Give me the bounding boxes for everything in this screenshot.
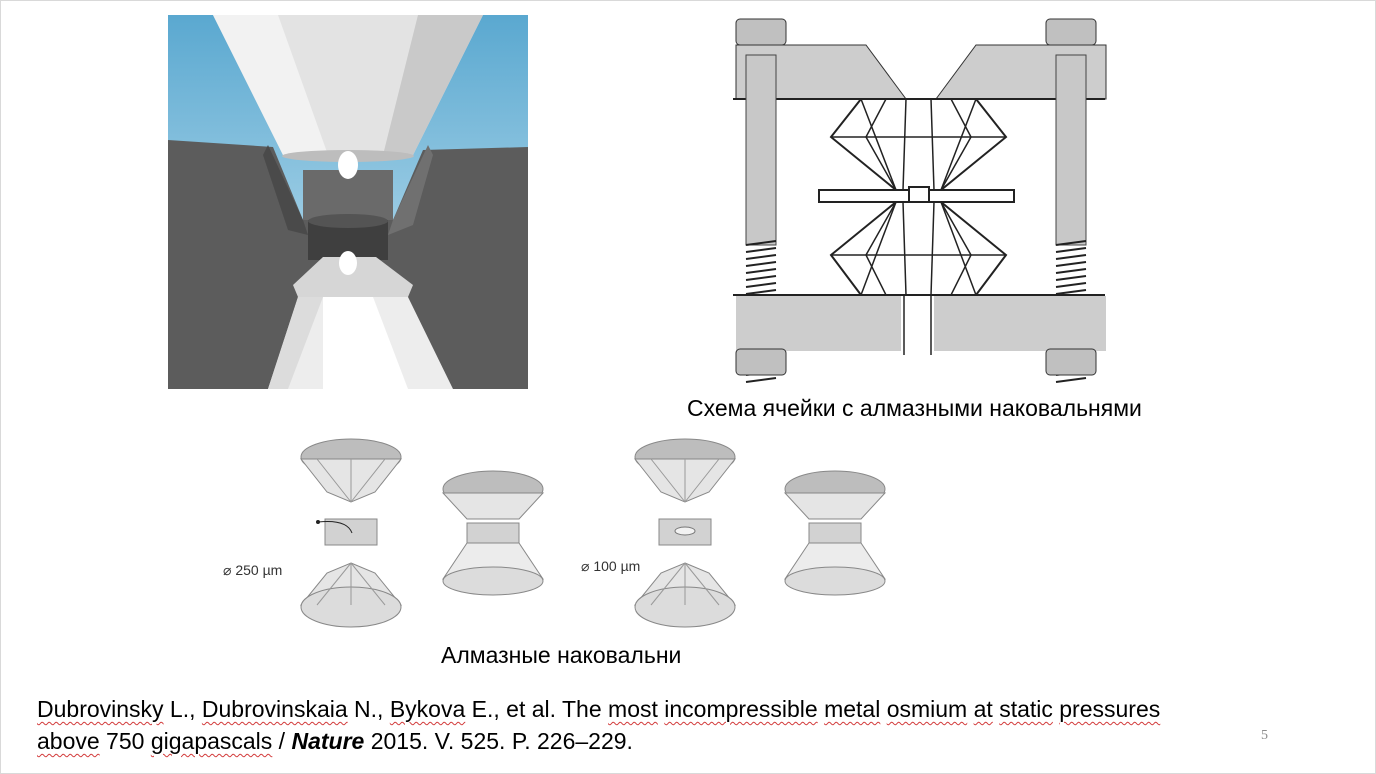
ref-journal: Nature [291,728,365,754]
ref-word: above [37,728,100,754]
page-number: 5 [1261,728,1268,743]
ref-word: pressures [1059,696,1161,722]
ref-details: 2015. V. 525. P. 226–229. [364,728,633,754]
diameter-100-label: ⌀ 100 µm [581,558,641,574]
ref-word: static [999,696,1053,722]
ref-text: N., [347,696,390,722]
ref-author-2: Dubrovinskaia [201,696,348,722]
ref-word: osmium [886,696,968,722]
diamond-anvil-3d-render [168,15,528,389]
anvils-caption: Алмазные наковальни [441,642,682,668]
cell-schematic-diagram [733,18,1107,383]
anvil-pair-250-illustration [299,438,545,628]
ref-word: most [608,696,658,722]
ref-separator: / [272,728,292,754]
reference-citation: Dubrovinsky L., Dubrovinskaia N., Bykova… [37,693,1327,757]
ref-word: gigapascals [150,728,273,754]
ref-word: at [973,696,993,722]
ref-author-1: Dubrovinsky [37,696,164,722]
cell-scheme-caption: Схема ячейки с алмазными наковальнями [687,395,1142,421]
ref-author-3: Bykova [389,696,466,722]
ref-word: incompressible [664,696,818,722]
anvil-pair-100-illustration [633,438,887,628]
ref-text: L., [163,696,202,722]
ref-text: E., et al. The [465,696,609,722]
diameter-250-label: ⌀ 250 µm [223,562,283,578]
ref-word: metal [824,696,881,722]
ref-text: 750 [99,728,151,754]
